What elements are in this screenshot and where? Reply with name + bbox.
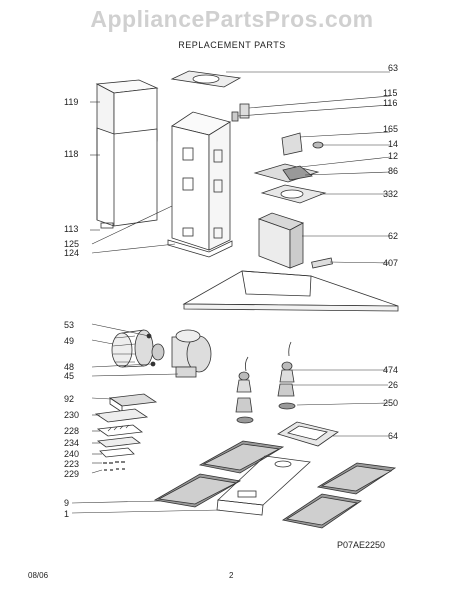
callout-45: 45 bbox=[64, 371, 75, 381]
callout-14: 14 bbox=[388, 139, 399, 149]
callout-63: 63 bbox=[388, 63, 399, 73]
motor-blower-45 bbox=[151, 329, 212, 378]
duct-box-62 bbox=[257, 212, 305, 269]
callout-229: 229 bbox=[64, 469, 80, 479]
callout-1: 1 bbox=[64, 509, 70, 519]
hood-canopy bbox=[182, 270, 399, 312]
watermark: AppliancePartsPros.com bbox=[90, 6, 374, 32]
callout-86: 86 bbox=[388, 166, 399, 176]
callout-234: 234 bbox=[64, 438, 80, 448]
callout-240: 240 bbox=[64, 449, 80, 459]
flange-332 bbox=[260, 184, 327, 204]
page-subtitle: REPLACEMENT PARTS bbox=[178, 40, 286, 50]
callout-62: 62 bbox=[388, 231, 399, 241]
callout-49: 49 bbox=[64, 336, 75, 346]
plates-12-86 bbox=[253, 163, 320, 183]
callout-26: 26 bbox=[388, 380, 399, 390]
callout-116: 116 bbox=[383, 98, 398, 108]
callout-92: 92 bbox=[64, 394, 75, 404]
callout-474: 474 bbox=[383, 365, 399, 375]
callout-48: 48 bbox=[64, 362, 75, 372]
inner-frame bbox=[167, 111, 233, 258]
brackets-115-116 bbox=[231, 103, 250, 122]
bottom-panel bbox=[216, 455, 311, 516]
diagram-code: P07AE2250 bbox=[337, 540, 386, 550]
footer-page-number: 2 bbox=[229, 571, 234, 580]
lamp-lens-64 bbox=[277, 421, 339, 447]
chimney-lower-part bbox=[96, 127, 158, 229]
light-fixtures-474 bbox=[235, 341, 296, 424]
top-plate-63 bbox=[170, 70, 242, 88]
clip-407 bbox=[311, 257, 333, 269]
callout-332: 332 bbox=[383, 189, 399, 199]
leader-lines bbox=[71, 71, 391, 514]
callout-125: 125 bbox=[64, 239, 80, 249]
callout-165: 165 bbox=[383, 124, 399, 134]
small-parts bbox=[94, 393, 158, 471]
callout-118: 118 bbox=[64, 149, 79, 159]
callout-12: 12 bbox=[388, 151, 399, 161]
callout-64: 64 bbox=[388, 431, 399, 441]
fan-wheel-49 bbox=[111, 329, 154, 368]
callout-230: 230 bbox=[64, 410, 80, 420]
grease-filters bbox=[153, 440, 397, 529]
callout-228: 228 bbox=[64, 426, 80, 436]
callout-9: 9 bbox=[64, 498, 70, 508]
callout-250: 250 bbox=[383, 398, 399, 408]
callout-115: 115 bbox=[383, 88, 398, 98]
callout-223: 223 bbox=[64, 459, 80, 469]
callout-53: 53 bbox=[64, 320, 75, 330]
callout-407: 407 bbox=[383, 258, 399, 268]
callout-124: 124 bbox=[64, 248, 80, 258]
footer-date: 08/06 bbox=[28, 571, 49, 580]
callout-119: 119 bbox=[64, 97, 79, 107]
callout-113: 113 bbox=[64, 224, 79, 234]
